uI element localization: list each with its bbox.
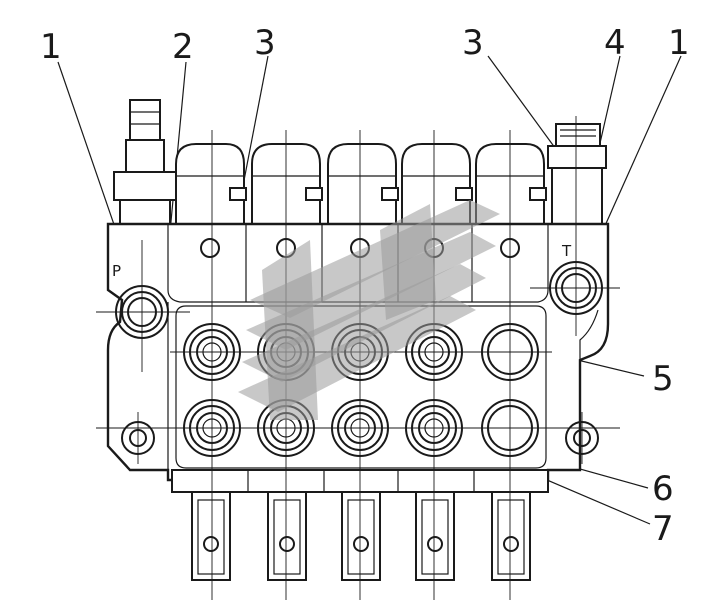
pressure-port-label: P — [112, 262, 121, 280]
callout-1-right: 1 — [668, 23, 690, 63]
outlet-fitting — [547, 123, 607, 225]
tank-port-label: T — [561, 242, 572, 260]
callout-3-left: 3 — [254, 23, 276, 63]
callout-6: 6 — [652, 469, 674, 509]
inlet-fitting — [113, 99, 177, 225]
spool-caps — [175, 143, 547, 225]
callout-3-right: 3 — [462, 23, 484, 63]
handle-levers — [191, 491, 531, 581]
callout-4: 4 — [604, 23, 626, 63]
callout-labels: 1 2 3 3 4 1 5 6 7 — [40, 23, 690, 549]
watermark-logo — [238, 200, 500, 420]
callout-7: 7 — [652, 509, 674, 549]
callout-1-left: 1 — [40, 27, 62, 67]
callout-2: 2 — [172, 27, 194, 67]
callout-5: 5 — [652, 359, 674, 399]
